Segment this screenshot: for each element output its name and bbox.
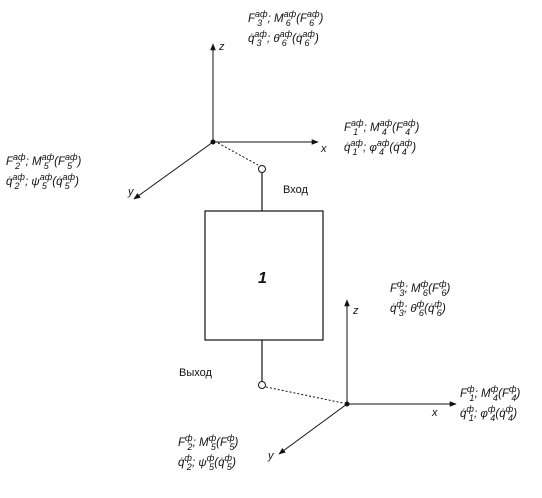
bottom-x-axis-label: x xyxy=(431,407,438,419)
top-z-axis-label: z xyxy=(218,41,225,53)
input-connector-dotted xyxy=(217,142,259,166)
block-number: 1 xyxy=(258,270,267,287)
top-y-axis-label: y xyxy=(127,186,135,198)
top-y-axis xyxy=(133,141,214,200)
input-label: Вход xyxy=(283,184,308,196)
output-terminal xyxy=(258,381,266,389)
bottom-origin-point xyxy=(344,401,350,407)
output-connector-dotted xyxy=(265,386,344,404)
top-coordinate-system: z x y xyxy=(127,41,327,200)
bottom-z-axis-label: z xyxy=(352,305,359,317)
bottom-y-axis-label: y xyxy=(267,450,275,462)
top-x-axis-label: x xyxy=(320,143,327,155)
block-1 xyxy=(204,210,324,341)
bottom-coordinate-system: z x y xyxy=(267,299,457,462)
bottom-y-axis xyxy=(278,403,348,455)
top-origin-point xyxy=(210,139,216,145)
input-terminal xyxy=(258,165,266,173)
output-label: Выход xyxy=(179,367,212,379)
